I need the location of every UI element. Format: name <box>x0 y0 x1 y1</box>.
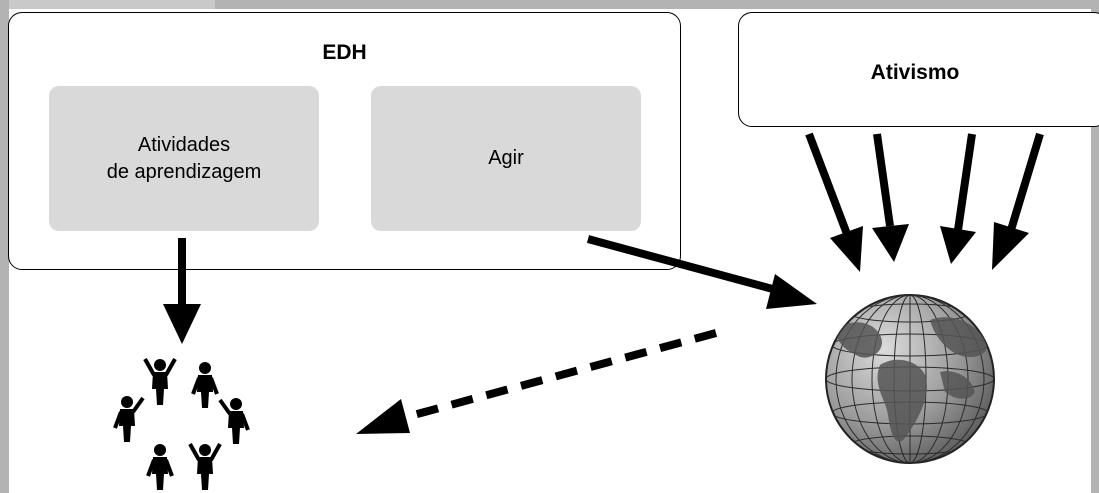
person-bottom-right <box>188 443 222 490</box>
person-left <box>113 396 145 442</box>
arrow-activities-to-people <box>163 238 201 344</box>
person-top-left <box>143 358 177 405</box>
person-right <box>218 398 250 444</box>
people-circle-icon <box>113 358 250 490</box>
act-label: Agir <box>488 147 524 169</box>
activism-title: Ativismo <box>870 61 960 84</box>
activities-label-line1: Atividades <box>137 133 231 156</box>
activities-box: Atividades de aprendizagem <box>49 86 319 231</box>
activities-label-line2: de aprendizagem <box>106 160 262 183</box>
activities-label: Atividades de aprendizagem <box>107 132 262 186</box>
dashed-arrow-globe-to-people <box>356 329 718 434</box>
top-frame-bar <box>0 0 1099 9</box>
person-bottom-left <box>146 444 174 490</box>
arrows-activism-to-globe <box>805 132 1044 272</box>
arrow-act-to-globe <box>586 235 817 309</box>
activism-box: Ativismo <box>738 12 1099 127</box>
act-box: Agir <box>371 86 641 231</box>
edh-title: EDH <box>322 41 367 64</box>
left-frame-bar <box>0 0 9 493</box>
edh-box: EDH Atividades de aprendizagem Agir <box>8 12 681 270</box>
right-frame-bar <box>1091 0 1099 493</box>
globe-icon <box>825 294 995 464</box>
person-top-right <box>191 362 219 408</box>
top-frame-tab <box>0 0 215 9</box>
